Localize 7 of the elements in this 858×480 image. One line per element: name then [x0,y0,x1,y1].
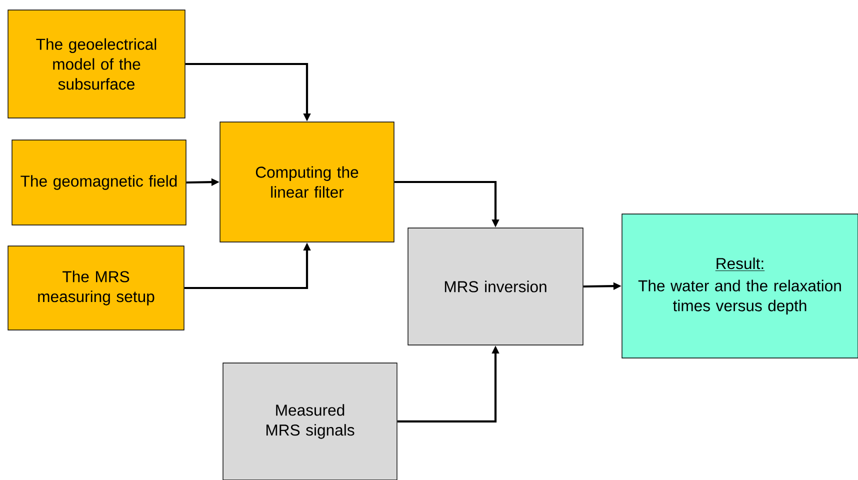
process-box: MRS inversion [408,228,584,346]
process-box: Measured MRS signals [222,362,398,480]
process-box: The geoelectrical model of the subsurface [8,10,186,118]
process-box: The geomagnetic field [12,140,186,226]
result-box: Result: The water and the relaxation times versus depth [622,214,858,358]
process-box: Computing the linear filter [220,122,394,242]
process-box: The MRS measuring setup [8,246,184,330]
